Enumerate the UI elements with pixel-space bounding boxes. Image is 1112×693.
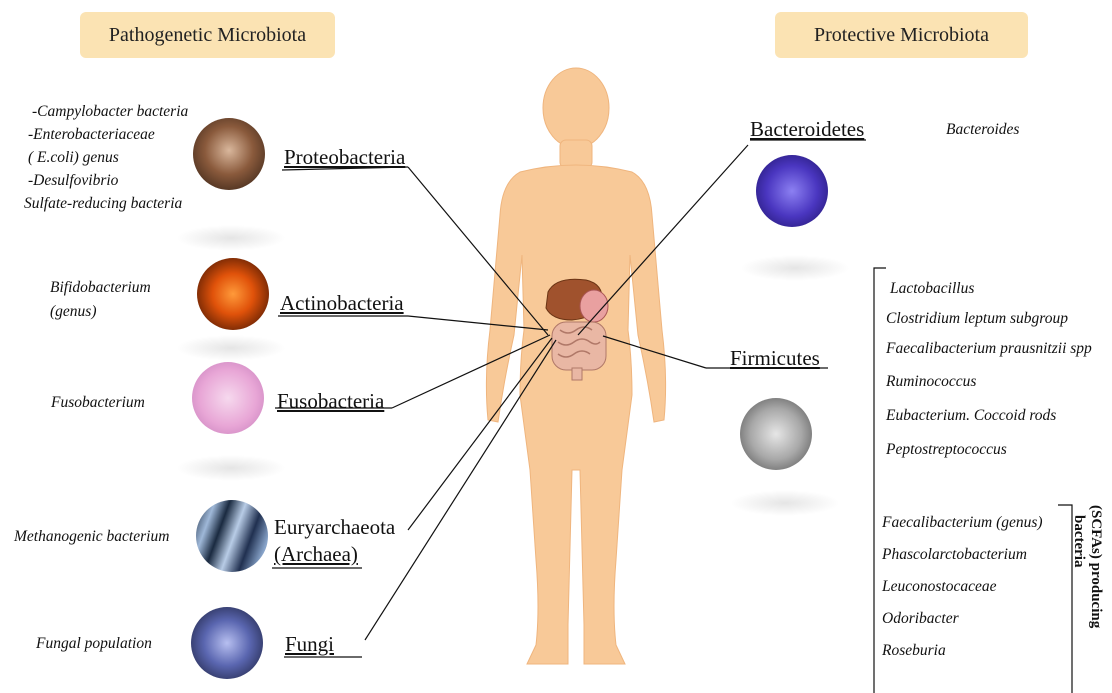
scfa-label-line2: bacteria [1070,505,1087,690]
example-item: Ruminococcus [886,369,1092,395]
scfa-examples: Faecalibacterium (genus) Phascolarctobac… [882,510,1043,664]
shadow-decoration [176,455,286,481]
phylum-fusobacteria: Fusobacteria [277,389,384,414]
example-item: Roseburia [882,638,1043,664]
firmicutes-image [740,398,812,470]
firmicutes-examples: Lactobacillus Clostridium leptum subgrou… [886,276,1092,463]
example-item: Odoribacter [882,606,1043,632]
example-item: Faecalibacterium (genus) [882,510,1043,536]
fusobacteria-example: Fusobacterium [51,393,145,414]
example-item: -Campylobacter bacteria [24,100,188,123]
example-item: Phascolarctobacterium [882,542,1043,568]
phylum-actinobacteria: Actinobacteria [280,291,404,316]
phylum-fungi: Fungi [285,632,334,657]
actinobacteria-examples: Bifidobacterium (genus) [50,276,151,324]
fungi-image [191,607,263,679]
fusobacteria-image [192,362,264,434]
shadow-decoration [740,255,850,281]
euryarchaeota-example: Methanogenic bacterium [14,527,169,548]
example-item: Eubacterium. Coccoid rods [886,403,1092,429]
proteobacteria-image [193,118,265,190]
example-item: (genus) [50,300,151,324]
phylum-firmicutes: Firmicutes [730,346,820,371]
shadow-decoration [176,225,286,251]
example-item: Lactobacillus [886,276,1092,302]
example-item: Clostridium leptum subgroup [886,306,1092,332]
bacteroidetes-image [756,155,828,227]
phylum-euryarchaeota: Euryarchaeota (Archaea) [274,514,395,568]
example-item: Faecalibacterium prausnitzii spp [886,336,1092,362]
bacteroidetes-example: Bacteroides [946,120,1019,141]
example-item: Sulfate-reducing bacteria [24,192,188,215]
phylum-bacteroidetes: Bacteroidetes [750,117,864,142]
example-item: Bifidobacterium [50,276,151,300]
example-item: -Enterobacteriaceae [24,123,188,146]
phylum-euryarchaeota-line1: Euryarchaeota [274,514,395,541]
example-item: Peptostreptococcus [886,437,1092,463]
shadow-decoration [176,335,286,361]
shadow-decoration [730,490,840,516]
fungi-example: Fungal population [36,634,152,655]
scfa-label-line1: (SCFAs) producing [1087,505,1112,690]
example-item: Leuconostocaceae [882,574,1043,600]
digestive-organs-icon [546,279,608,380]
actinobacteria-image [197,258,269,330]
example-item: ( E.coli) genus [24,146,188,169]
scfa-vertical-label: (SCFAs) producing bacteria [1062,505,1112,690]
phylum-proteobacteria: Proteobacteria [284,145,405,170]
proteobacteria-examples: -Campylobacter bacteria -Enterobacteriac… [24,100,188,215]
euryarchaeota-image [196,500,268,572]
phylum-archaea-line2: (Archaea) [274,541,395,568]
example-item: -Desulfovibrio [24,169,188,192]
